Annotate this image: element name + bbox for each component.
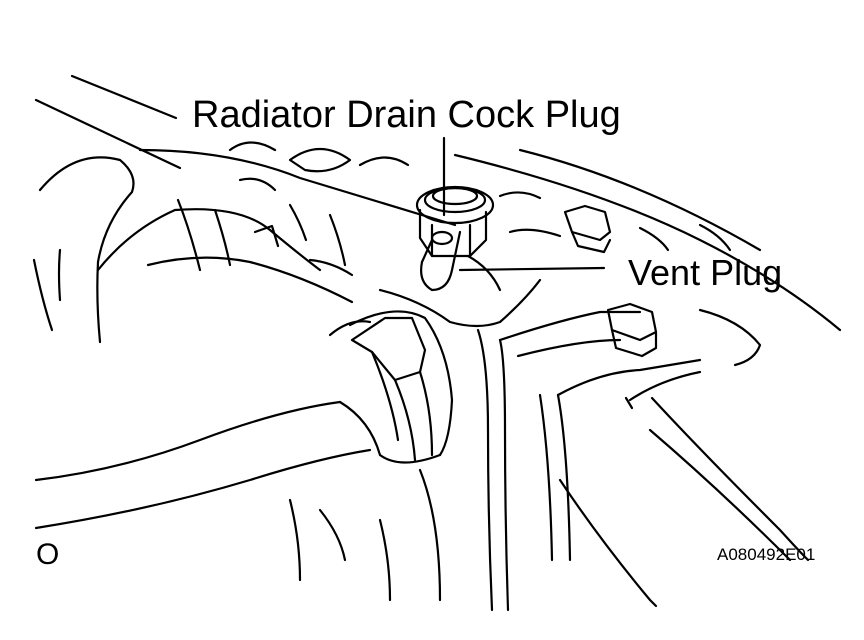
radiator-bracket — [288, 254, 810, 612]
vent-plug-label: Vent Plug — [628, 252, 783, 293]
drain-cock-plug — [415, 185, 495, 292]
drain-cock-plug-label: Radiator Drain Cock Plug — [192, 94, 621, 136]
hose-clamp — [328, 310, 454, 464]
corner-mark: O — [36, 538, 60, 571]
radiator-upper-tank — [34, 74, 842, 332]
radiator-hose — [32, 156, 372, 530]
leader-lines — [442, 136, 606, 272]
figure-code: A080492E01 — [717, 545, 816, 564]
